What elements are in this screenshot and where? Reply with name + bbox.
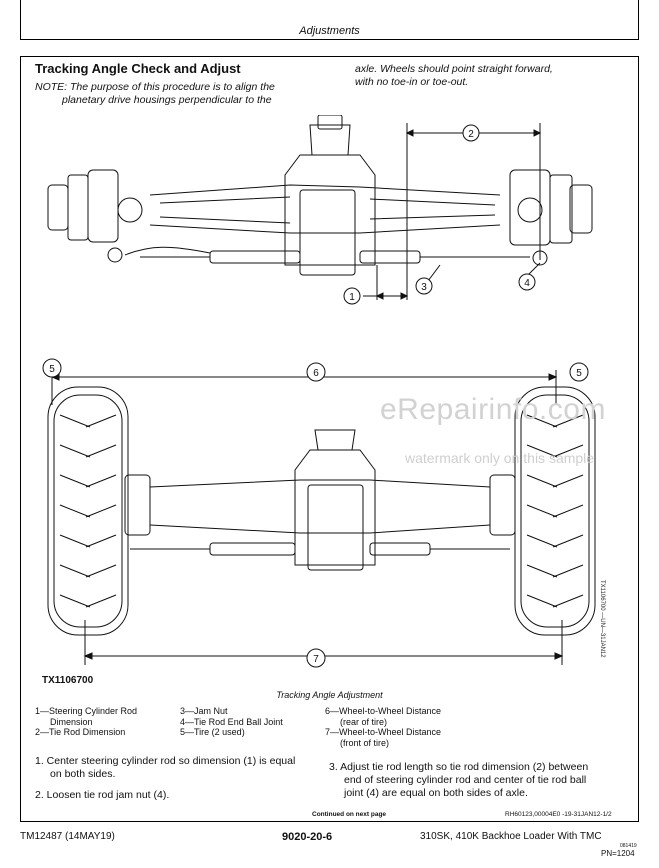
legend-7a: 7—Wheel-to-Wheel Distance (325, 727, 442, 737)
step-3-line-1: 3. Adjust tie rod length so tie rod dime… (329, 761, 589, 773)
step-2: 2. Loosen tie rod jam nut (4). (35, 789, 170, 801)
page-title: Tracking Angle Check and Adjust (35, 61, 241, 76)
axle-diagram: 2 1 3 4 5 6 5 7 (42, 115, 596, 668)
legend-1a: 1—Steering Cylinder Rod (35, 706, 138, 716)
legend-1b: Dimension (50, 717, 93, 727)
legend-5: 5—Tire (2 used) (180, 727, 245, 737)
step-3-line-3: joint (4) are equal on both sides of axl… (344, 787, 528, 799)
note-line-2: planetary drive housings perpendicular t… (62, 94, 272, 106)
footer-model: 310SK, 410K Backhoe Loader With TMC (420, 831, 602, 842)
top-axle-drawing (47, 115, 593, 276)
figure-code: TX1106700 —UN—31JAN12 (599, 580, 605, 658)
callout-1-circle (343, 287, 361, 305)
legend-4: 4—Tie Rod End Ball Joint (180, 717, 283, 727)
figure-caption: Tracking Angle Adjustment (276, 690, 383, 700)
callout-5-left: 5 (49, 364, 55, 375)
section-title: Adjustments (299, 25, 360, 37)
footer-page: 9020-20-6 (282, 831, 333, 843)
page-header: Adjustments (20, 0, 639, 40)
callout-7-circle (306, 648, 326, 668)
bottom-axle-drawing (124, 429, 516, 571)
legend-7b: (front of tire) (340, 738, 390, 748)
legend-6a: 6—Wheel-to-Wheel Distance (325, 706, 442, 716)
footer-date-code: 081419 (620, 843, 637, 849)
callout-3: 3 (421, 282, 427, 293)
callout-3-circle (415, 277, 433, 295)
footer-pn: PN=1204 (601, 849, 635, 858)
callout-7: 7 (313, 654, 319, 665)
legend-6b: (rear of tire) (340, 717, 388, 727)
doc-code: RH60123,00004E0 -19-31JAN12-1/2 (505, 811, 612, 818)
callout-4: 4 (524, 278, 530, 289)
left-tire (47, 386, 129, 636)
legend-2: 2—Tie Rod Dimension (35, 727, 126, 737)
note-line-1: NOTE: The purpose of this procedure is t… (35, 81, 275, 93)
callout-5-left-circle (42, 358, 62, 378)
callout-5-right-circle (569, 362, 589, 382)
right-tire (514, 386, 596, 636)
note-line-4: with no toe-in or toe-out. (355, 76, 469, 88)
watermark-note: watermark only on this sample (405, 450, 595, 466)
step-1-line-2: on both sides. (50, 768, 116, 780)
watermark-site: eRepairinfo.com (380, 393, 606, 426)
note-line-3: axle. Wheels should point straight forwa… (355, 63, 553, 75)
callout-5-right: 5 (576, 368, 582, 379)
step-1-line-1: 1. Center steering cylinder rod so dimen… (35, 755, 296, 767)
content-frame (20, 56, 639, 822)
continued-note: Continued on next page (312, 811, 387, 818)
callout-6: 6 (313, 368, 319, 379)
callout-4-circle (518, 273, 536, 291)
footer-manual: TM12487 (14MAY19) (20, 831, 115, 842)
legend-3: 3—Jam Nut (180, 706, 228, 716)
callout-6-circle (306, 362, 326, 382)
step-3-line-2: end of steering cylinder rod and center … (344, 774, 587, 786)
callout-1: 1 (349, 292, 355, 303)
figure-id: TX1106700 (42, 675, 94, 686)
callout-2-circle (462, 124, 480, 142)
callout-2: 2 (468, 129, 474, 140)
